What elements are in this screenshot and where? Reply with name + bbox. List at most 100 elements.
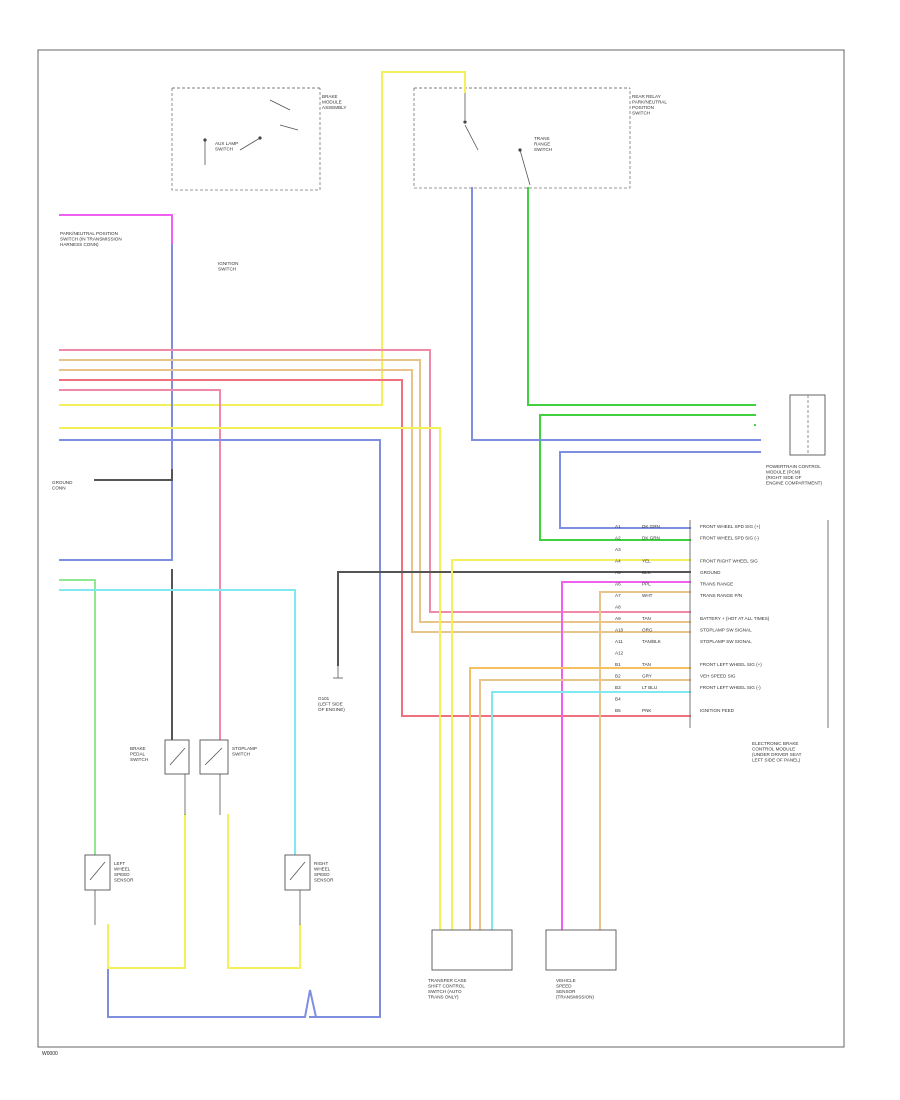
wire-dk-blue-2 — [559, 451, 761, 529]
wire-tan-1 — [59, 359, 691, 623]
pin-description: FRONT LEFT WHEEL SIG (+) — [700, 662, 762, 667]
pin-row: A2 DK GRN FRONT WHEEL SPD SIG (-) — [615, 536, 759, 541]
park-neutral-switch-box — [413, 87, 631, 189]
wire-tan-2 — [59, 369, 691, 633]
right-wheel-speed-sensor — [284, 854, 311, 925]
pin-wire-color: TAN — [642, 662, 651, 667]
pin-description: FRONT LEFT WHEEL SIG (-) — [700, 685, 761, 690]
wire-lt-green — [59, 579, 96, 856]
wire-pink-1 — [59, 349, 691, 613]
vehicle-speed-sensor-connector — [545, 929, 617, 971]
pin-wire-color: GRY — [642, 674, 652, 679]
wire-magenta-sensor — [561, 581, 691, 931]
wire-tan-sensor — [599, 591, 691, 931]
left-wheel-speed-sensor — [84, 854, 111, 925]
ground-point — [333, 665, 343, 679]
wire-pink-feed — [59, 214, 173, 246]
pin-id: A8 — [615, 605, 621, 610]
pin-id: A12 — [615, 651, 624, 656]
pin-wire-color: DK GRN — [642, 524, 660, 529]
module-connector — [689, 520, 829, 728]
wire-blue-bottom — [107, 967, 318, 1019]
pin-id: A1 — [615, 524, 621, 529]
wire-dk-green-2 — [539, 414, 756, 541]
right-side-connector — [789, 394, 826, 456]
switch-contact-icon — [258, 136, 262, 140]
wire-dk-green-1 — [527, 187, 756, 406]
wire-yellow-module — [451, 559, 691, 931]
pin-row: A9 TAN BATTERY + (HOT AT ALL TIMES) — [615, 616, 770, 621]
wire-orange — [469, 667, 691, 931]
wire-yellow-sensor-right — [227, 814, 301, 969]
pin-description: GROUND — [700, 570, 721, 575]
pin-description: TRANS RANGE P/N — [700, 593, 742, 598]
wire-yellow-2 — [59, 427, 441, 931]
wire-cyan-module — [491, 691, 691, 931]
pin-description: FRONT WHEEL SPD SIG (+) — [700, 524, 761, 529]
switch-contact-icon — [463, 120, 467, 124]
pin-wire-color: BLK — [642, 570, 652, 575]
wire-pink-2 — [59, 389, 221, 741]
pin-id: A2 — [615, 536, 621, 541]
pin-wire-color: TAN — [642, 616, 651, 621]
wire-yellow-sensor-left — [107, 814, 186, 969]
diagram-frame — [37, 49, 845, 1048]
pin-id: A6 — [615, 582, 621, 587]
pin-id: B4 — [615, 697, 621, 702]
pin-id: B2 — [615, 674, 621, 679]
pin-row: A3 — [615, 547, 621, 552]
pin-row: A12 — [615, 651, 624, 656]
module-pin-list: A1 DK GRN FRONT WHEEL SPD SIG (+) A2 DK GRN F… — [615, 524, 770, 713]
pin-wire-color: LT BLU — [642, 685, 657, 690]
wire-blue-brake — [59, 244, 173, 561]
pin-id: B3 — [615, 685, 621, 690]
pin-description: STOPLAMP SW SIGNAL — [700, 628, 752, 633]
pin-wire-color: TAN/BLK — [642, 639, 662, 644]
wire-blue-long — [59, 439, 381, 1018]
pin-description: FRONT WHEEL SPD SIG (-) — [700, 536, 759, 541]
pin-wire-color: WHT — [642, 593, 653, 598]
pin-id: A9 — [615, 616, 621, 621]
pin-description: BATTERY + (HOT AT ALL TIMES) — [700, 616, 770, 621]
pin-row: B4 — [615, 697, 621, 702]
pin-id: A11 — [615, 639, 623, 644]
pin-wire-color: DK GRN — [642, 536, 660, 541]
pin-wire-color: PNK — [642, 708, 652, 713]
switch-contact-icon — [203, 138, 207, 142]
pin-wire-color: ORG — [642, 628, 653, 633]
transfer-case-connector — [431, 929, 513, 971]
wire-black-ground — [94, 469, 691, 741]
pin-id: A10 — [615, 628, 624, 633]
pin-row: A1 DK GRN FRONT WHEEL SPD SIG (+) — [615, 524, 761, 529]
pin-id: A3 — [615, 547, 621, 552]
switch-contact-icon — [518, 148, 522, 152]
wire-yellow-main — [59, 71, 466, 406]
diagram-code: W0000 — [42, 1051, 58, 1057]
pin-id: B5 — [615, 708, 621, 713]
wire-dk-blue-1 — [471, 187, 761, 441]
pin-row: A10 ORG STOPLAMP SW SIGNAL — [615, 628, 752, 633]
pin-id: A4 — [615, 559, 621, 564]
brake-pedal-switch-box — [171, 87, 321, 191]
pin-wire-color: YEL — [642, 559, 651, 564]
